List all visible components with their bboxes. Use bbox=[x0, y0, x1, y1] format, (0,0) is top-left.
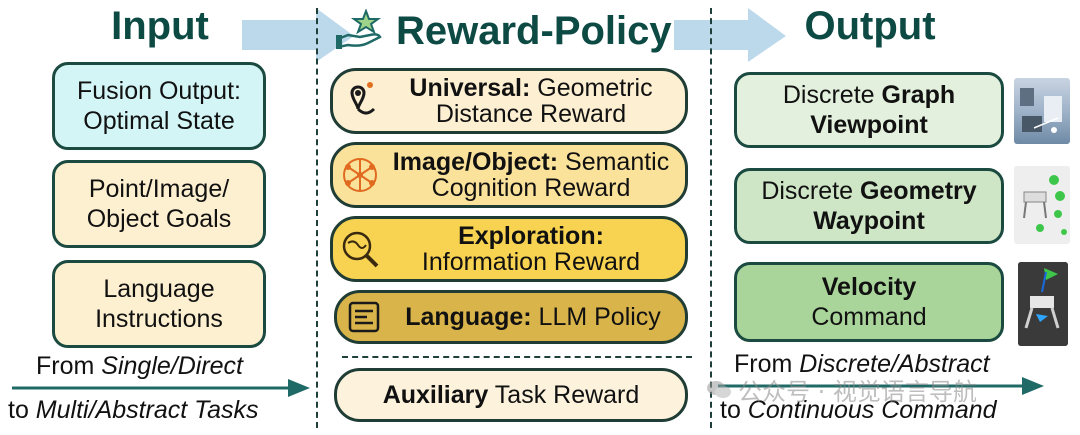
input-goals: Point/Image/ Object Goals bbox=[52, 160, 266, 248]
reward-image-object: Image/Object: Semantic Cognition Reward bbox=[330, 142, 688, 208]
reward-exploration: Exploration: Information Reward bbox=[330, 216, 688, 282]
globe-search-icon bbox=[337, 229, 383, 269]
divider-right bbox=[710, 8, 712, 428]
output-caption-line2: to Continuous Command bbox=[720, 396, 997, 424]
map-pin-route-icon bbox=[337, 79, 383, 123]
hand-star-icon bbox=[334, 8, 390, 53]
input-caption-line1: From Single/Direct bbox=[36, 352, 244, 380]
input-language: Language Instructions bbox=[52, 260, 266, 348]
input-fusion-output: Fusion Output: Optimal State bbox=[52, 62, 266, 150]
output-graph-viewpoint: Discrete Graph Viewpoint bbox=[734, 72, 1004, 148]
reward-auxiliary: Auxiliary Task Reward bbox=[334, 368, 688, 422]
thumbnail-quadruped-velocity bbox=[1018, 262, 1068, 346]
big-arrow-left bbox=[242, 8, 354, 62]
input-title: Input bbox=[111, 4, 209, 48]
thumbnail-indoor-scene bbox=[1014, 78, 1070, 144]
output-velocity-command: Velocity Command bbox=[734, 262, 1004, 342]
network-graph-icon bbox=[337, 155, 383, 195]
wechat-icon bbox=[706, 379, 732, 401]
divider-auxiliary bbox=[342, 356, 692, 358]
output-geometry-waypoint: Discrete Geometry Waypoint bbox=[734, 168, 1004, 244]
watermark: 公众号 · 视觉语言导航 bbox=[706, 372, 977, 407]
reward-universal: Universal: Geometric Distance Reward bbox=[330, 68, 688, 134]
input-caption-line2: to Multi/Abstract Tasks bbox=[8, 396, 259, 424]
big-arrow-right bbox=[674, 8, 786, 62]
divider-left bbox=[316, 8, 318, 428]
document-text-icon bbox=[341, 300, 387, 334]
reward-language: Language: LLM Policy bbox=[334, 290, 688, 344]
output-teal-arrow bbox=[718, 377, 1044, 395]
reward-policy-header: Reward-Policy bbox=[334, 6, 672, 56]
thumbnail-robot-waypoints bbox=[1014, 166, 1070, 244]
input-teal-arrow bbox=[12, 379, 310, 397]
reward-policy-title: Reward-Policy bbox=[396, 8, 672, 53]
output-title: Output bbox=[804, 4, 936, 48]
output-caption-line1: From Discrete/Abstract bbox=[734, 350, 990, 378]
